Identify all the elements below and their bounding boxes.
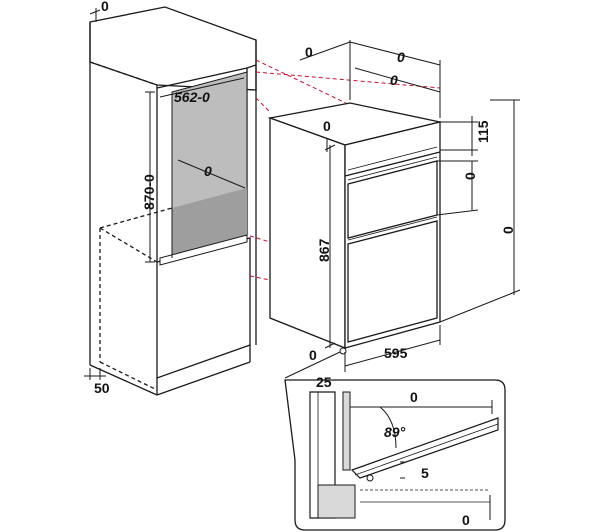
label-oven-depth-c: 0 bbox=[390, 72, 398, 88]
label-oven-mid: 0 bbox=[462, 172, 478, 180]
cabinet-niche bbox=[159, 71, 248, 266]
label-door-angle: 89° bbox=[384, 424, 406, 440]
oven-side bbox=[269, 117, 346, 349]
label-oven-height-total: 0 bbox=[500, 226, 516, 234]
label-niche-depth: 0 bbox=[204, 163, 212, 179]
label-oven-depth-b: 0 bbox=[397, 49, 405, 65]
label-niche-width: 562-0 bbox=[174, 89, 210, 105]
oven bbox=[267, 102, 441, 349]
label-detail-width: 0 bbox=[410, 389, 418, 405]
label-oven-width: 595 bbox=[384, 345, 408, 361]
door-detail bbox=[284, 351, 506, 531]
label-door-gap: 5 bbox=[421, 465, 429, 481]
label-oven-top-gap: 0 bbox=[323, 118, 331, 134]
label-oven-depth-a: 0 bbox=[305, 44, 313, 60]
label-oven-base: 0 bbox=[309, 347, 317, 363]
alignment-lines bbox=[249, 59, 441, 281]
label-cab-plinth: 50 bbox=[94, 380, 110, 396]
label-cab-depth-top: 0 bbox=[101, 0, 109, 14]
label-door-offset: 25 bbox=[316, 374, 332, 390]
cabinet bbox=[89, 6, 257, 396]
label-oven-panel: 115 bbox=[475, 120, 491, 143]
label-door-bottom: 0 bbox=[462, 512, 470, 528]
label-niche-height: 870-0 bbox=[141, 174, 157, 210]
label-oven-height: 867 bbox=[316, 238, 332, 262]
